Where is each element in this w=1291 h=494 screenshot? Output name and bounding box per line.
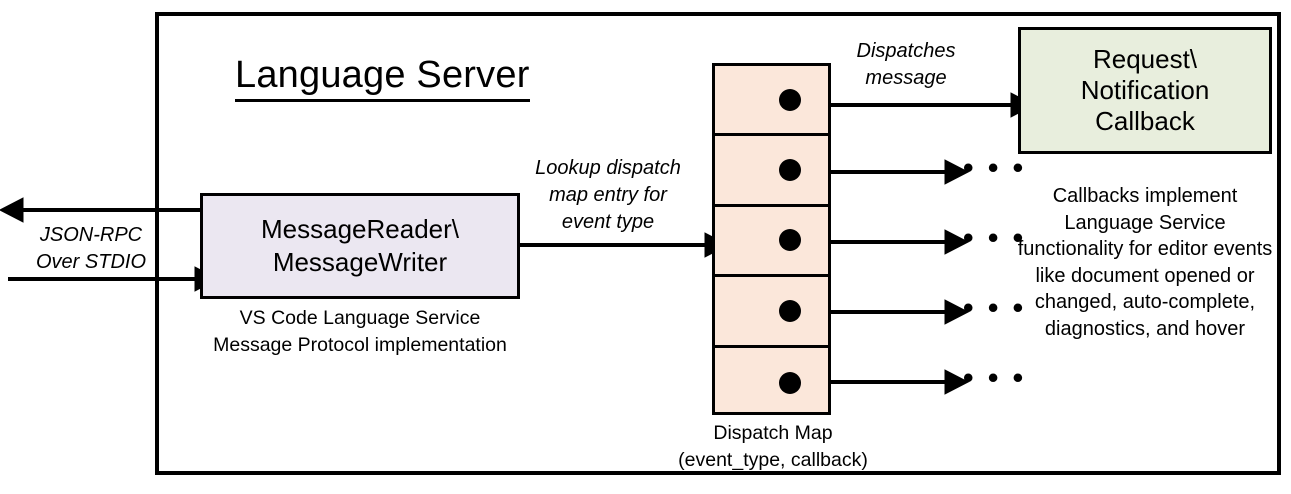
dispatches-message-annotation: Dispatches message (836, 38, 976, 92)
message-reader-writer-box[interactable]: MessageReader\ MessageWriter (200, 193, 520, 299)
reader-caption-line1: VS Code Language Service (239, 307, 481, 329)
callback-box-line2: Notification (1080, 75, 1210, 105)
callback-pointer-dot-icon (779, 229, 801, 252)
row-4-ellipsis: • • • (963, 291, 1027, 325)
dispatch-map-caption-line1: Dispatch Map (713, 422, 833, 444)
reader-caption-line2: Message Protocol implementation (213, 334, 507, 356)
lookup-annotation-line1: Lookup dispatch (535, 157, 681, 179)
dispatches-annotation-line1: Dispatches (856, 40, 956, 62)
callback-box-label: Request\ Notification Callback (1081, 44, 1210, 137)
callback-pointer-dot-icon (779, 371, 801, 394)
dispatch-map-caption: Dispatch Map (event_type, callback) (655, 420, 891, 474)
message-reader-line: MessageReader\ (261, 214, 459, 244)
row-3-ellipsis: • • • (963, 221, 1027, 255)
message-writer-line: MessageWriter (272, 247, 448, 277)
dispatches-annotation-line2: message (865, 67, 947, 89)
message-reader-writer-caption: VS Code Language Service Message Protoco… (185, 305, 535, 359)
lookup-annotation-line3: event type (561, 211, 655, 233)
dispatch-map-table[interactable] (712, 63, 831, 415)
dispatch-map-row[interactable] (715, 136, 828, 207)
lookup-dispatch-annotation: Lookup dispatch map entry for event type (518, 155, 698, 236)
request-notification-callback-box[interactable]: Request\ Notification Callback (1018, 27, 1272, 154)
callback-description-caption: Callbacks implement Language Service fun… (1017, 185, 1273, 340)
callback-pointer-dot-icon (779, 299, 801, 322)
dispatch-map-row[interactable] (715, 207, 828, 278)
dispatch-map-row[interactable] (715, 66, 828, 137)
dispatch-map-caption-line2: (event_type, callback) (678, 449, 868, 471)
callback-box-line3: Callback (1095, 106, 1195, 136)
page-title: Language Server (235, 52, 530, 102)
jsonrpc-annotation-line1: JSON-RPC (39, 224, 143, 246)
jsonrpc-annotation-line2: Over STDIO (35, 251, 146, 273)
callback-pointer-dot-icon (779, 159, 801, 182)
dispatch-map-row[interactable] (715, 348, 828, 418)
row-2-ellipsis: • • • (963, 151, 1027, 185)
language-server-frame (155, 12, 1281, 475)
callback-pointer-dot-icon (779, 88, 801, 111)
message-reader-writer-label: MessageReader\ MessageWriter (261, 213, 459, 279)
callback-box-line1: Request\ (1092, 44, 1198, 74)
jsonrpc-annotation: JSON-RPC Over STDIO (16, 222, 166, 276)
row-5-ellipsis: • • • (963, 361, 1027, 395)
dispatch-map-row[interactable] (715, 277, 828, 348)
lookup-annotation-line2: map entry for (549, 184, 667, 206)
